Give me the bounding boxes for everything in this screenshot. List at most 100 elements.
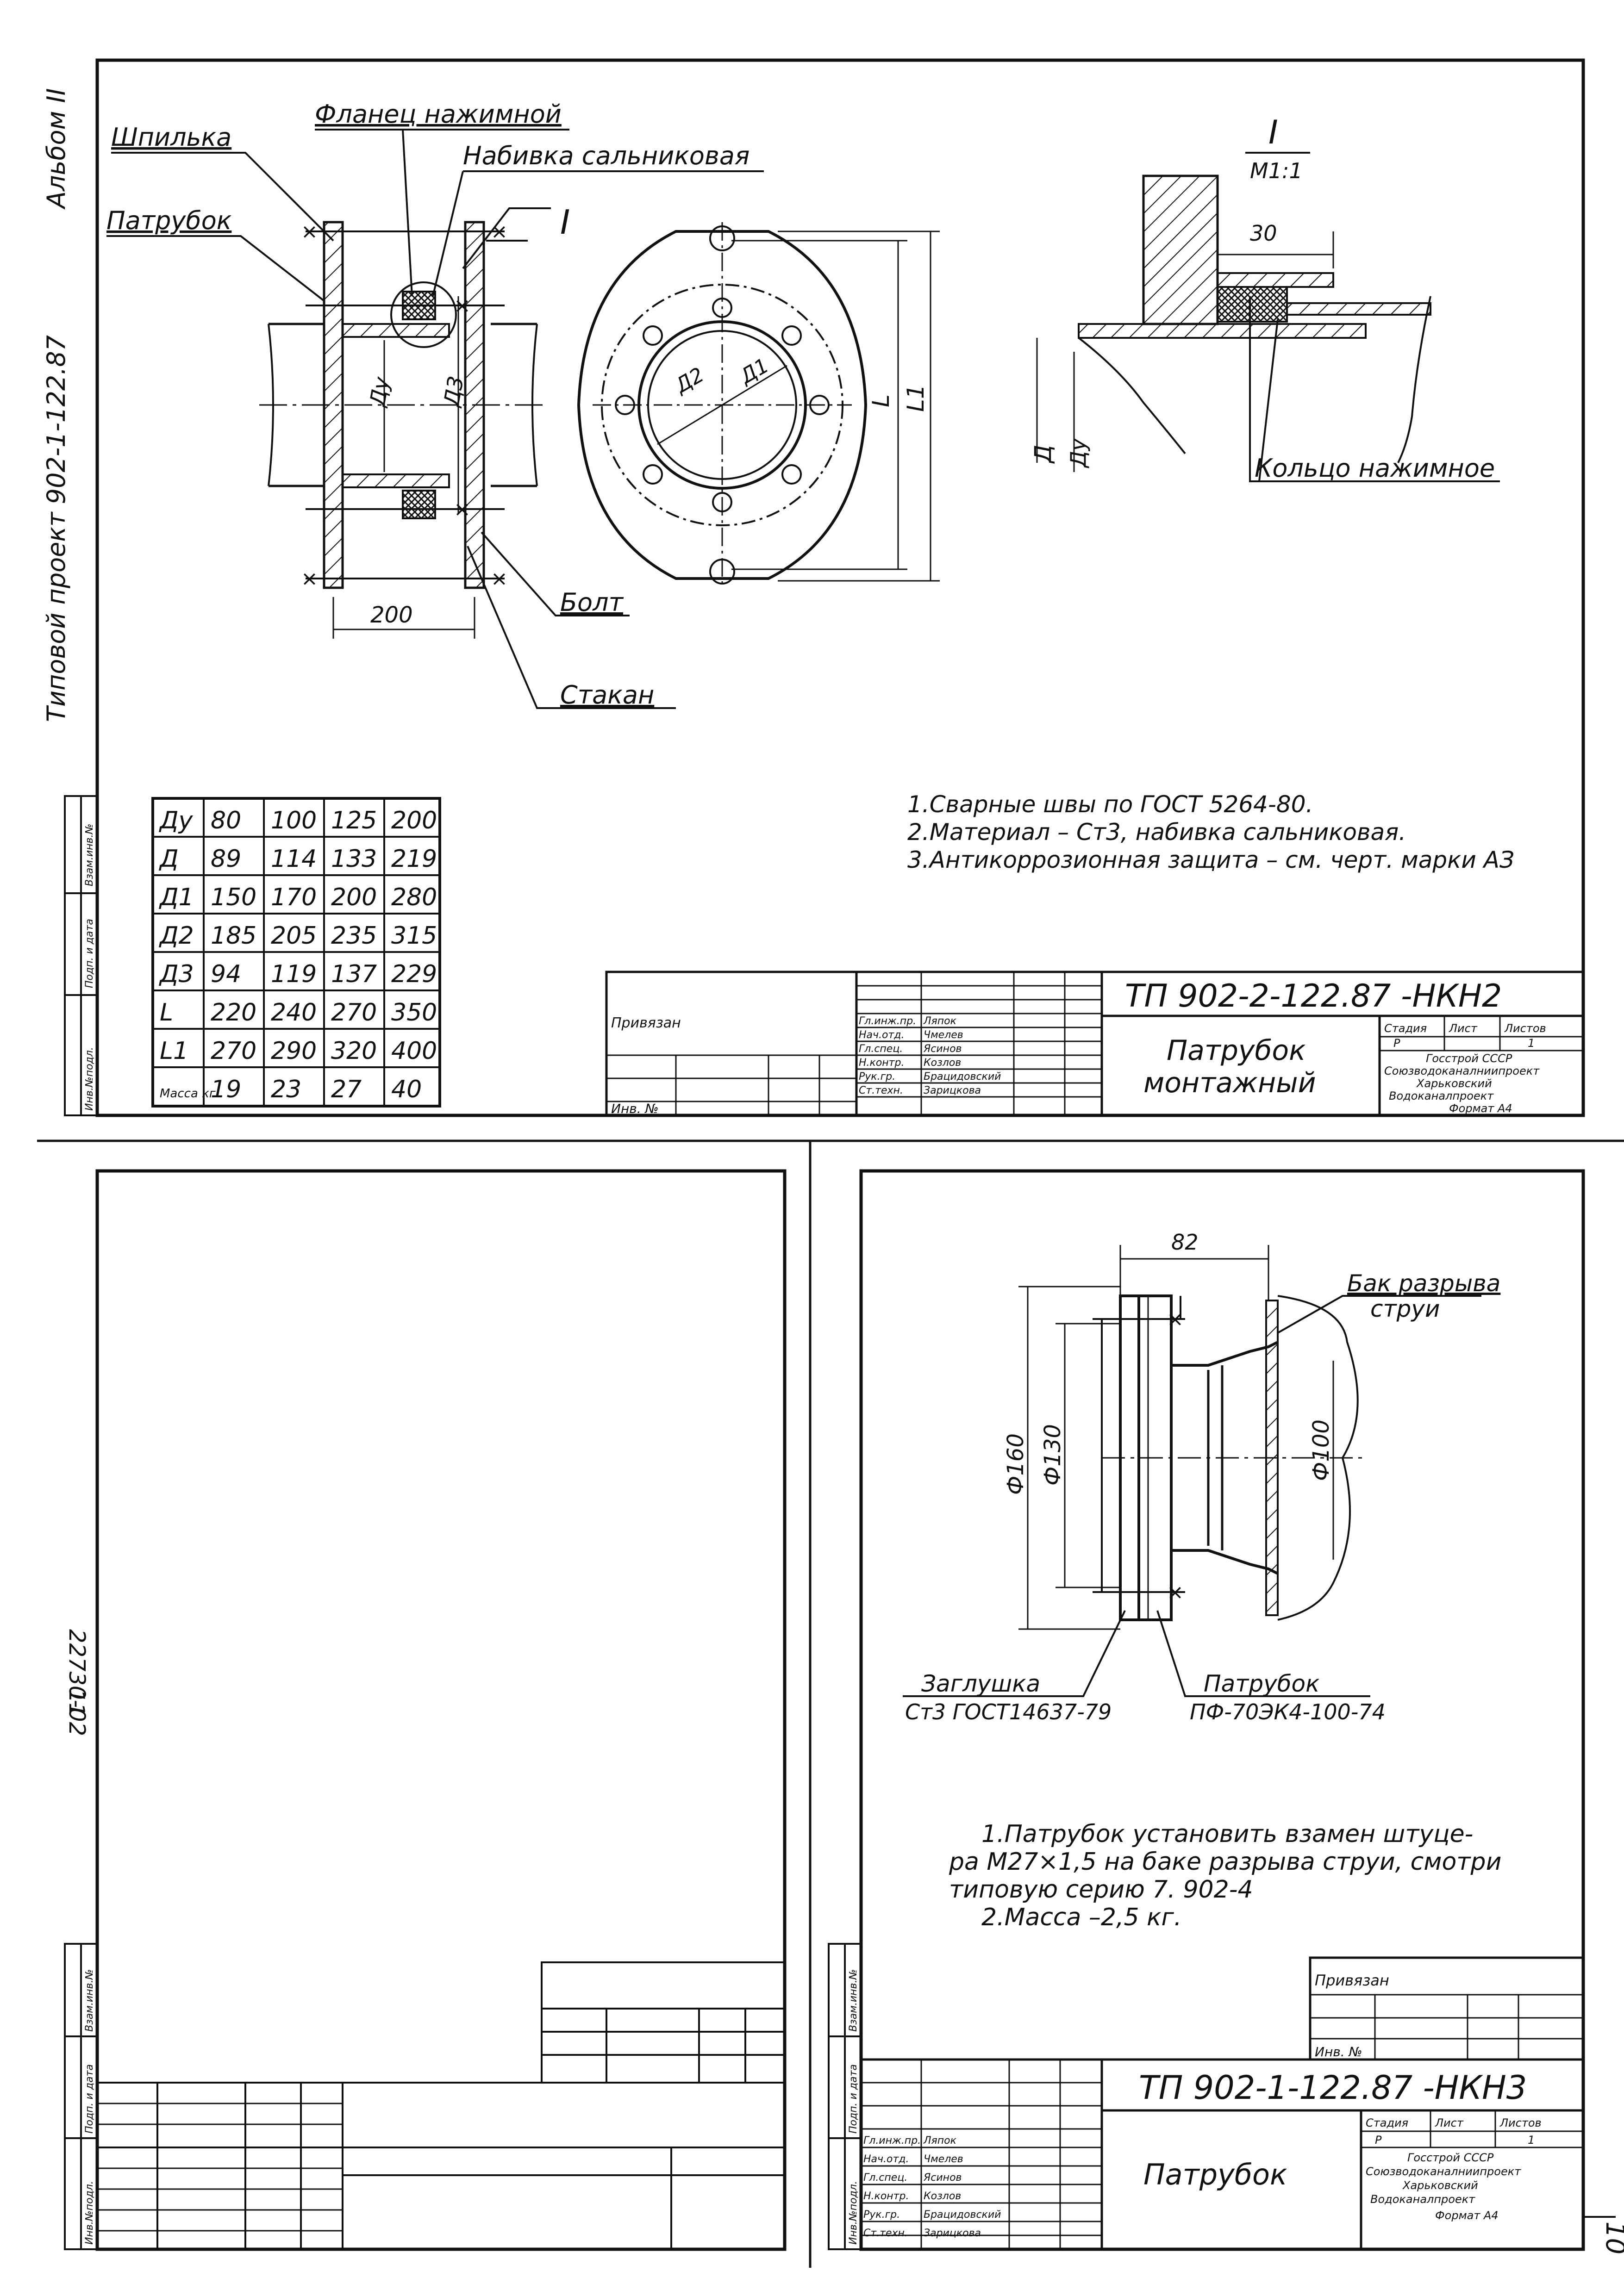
table-cell: 119 bbox=[271, 960, 317, 988]
staff-name: Зарицкова bbox=[924, 2228, 981, 2239]
project-label: Типовой проект 902-1-122.87 bbox=[42, 335, 71, 722]
table-cell: 89 bbox=[211, 845, 241, 873]
table-cell: 280 bbox=[391, 884, 437, 911]
dim-100: Ф100 bbox=[1308, 1419, 1334, 1481]
table-row-header: Д1 bbox=[159, 884, 194, 911]
title-block-3: Привязан Инв. № ТП 902-1-122.87 -НКН3 Па… bbox=[860, 1956, 1624, 2254]
tb3-name: Патрубок bbox=[1143, 2158, 1287, 2191]
label-section-mark: I bbox=[560, 203, 570, 242]
table-row-header: Д bbox=[159, 845, 179, 873]
table-cell: 23 bbox=[271, 1076, 301, 1103]
dim-d3: Д3 bbox=[438, 374, 468, 409]
table-cell: 94 bbox=[211, 960, 241, 988]
dim-200: 200 bbox=[370, 602, 413, 628]
staff-name: Брацидовский bbox=[924, 2209, 1001, 2221]
label-tank-1: Бак разрыва bbox=[1347, 1270, 1500, 1297]
table-cell: 315 bbox=[391, 922, 437, 950]
dim-30: 30 bbox=[1250, 221, 1277, 246]
tb3-org-3: Водоканалпроект bbox=[1370, 2193, 1475, 2206]
sheet-2-blank: Взам.инв.№ Подп. и дата Инв.№подл. bbox=[64, 1169, 787, 2251]
label-plug-2: Ст3 ГОСТ14637-79 bbox=[905, 1699, 1112, 1724]
table-cell: 19 bbox=[211, 1076, 241, 1103]
label-bolt: Болт bbox=[560, 588, 624, 617]
stamp-label-inv: Инв.№подл. bbox=[84, 1047, 95, 1111]
staff-name: Чмелев bbox=[924, 1029, 963, 1041]
svg-text:×: × bbox=[1167, 1580, 1184, 1604]
sheet-code: 22730-02 bbox=[64, 1629, 90, 1736]
sheet1-notes: 1.Сварные швы по ГОСТ 5264-80. 2.Материа… bbox=[907, 791, 1514, 873]
s2-stamp-swap: Взам.инв.№ bbox=[84, 1969, 95, 2032]
album-label: Альбом II bbox=[42, 88, 71, 210]
table-cell: 150 bbox=[211, 884, 256, 911]
tb3-org-0: Госстрой СССР bbox=[1407, 2151, 1494, 2164]
detail-scale: М1:1 bbox=[1250, 158, 1303, 183]
staff-name: Козлов bbox=[924, 1057, 961, 1069]
label-packing: Набивка сальниковая bbox=[463, 141, 750, 170]
page-number: 10 bbox=[1600, 2221, 1624, 2254]
staff-name: Ясинов bbox=[923, 2172, 962, 2184]
table-cell: 40 bbox=[391, 1076, 422, 1103]
staff-role: Ст.техн. bbox=[859, 1085, 903, 1096]
tb1-name-2: монтажный bbox=[1143, 1067, 1316, 1099]
tb1-org-2: Харьковский bbox=[1416, 1077, 1492, 1090]
tb3-format: Формат А4 bbox=[1435, 2209, 1499, 2222]
tb3-code: ТП 902-1-122.87 -НКН3 bbox=[1139, 2069, 1527, 2107]
note-2: 2.Материал – Ст3, набивка сальниковая. bbox=[907, 819, 1406, 846]
tb3-inv: Инв. № bbox=[1315, 2044, 1362, 2060]
dim-dy-detail: Ду bbox=[1066, 438, 1091, 468]
tb3-org-1: Союзводоканалниипроект bbox=[1366, 2165, 1521, 2178]
flange-plan-view: Д2 Д1 L L1 bbox=[577, 222, 940, 588]
s2-stamp-inv: Инв.№подл. bbox=[84, 2181, 95, 2245]
table-cell: 290 bbox=[271, 1037, 317, 1065]
table-row-header: Д2 bbox=[159, 922, 194, 950]
table-cell: 205 bbox=[271, 922, 317, 950]
label-plug-1: Заглушка bbox=[921, 1670, 1040, 1697]
svg-text:×: × bbox=[301, 567, 318, 591]
label-pipe-2: Патрубок bbox=[1204, 1670, 1319, 1697]
table-cell: 185 bbox=[211, 922, 256, 950]
table-cell: 350 bbox=[391, 999, 437, 1027]
table-cell: 80 bbox=[211, 807, 241, 834]
table-cell: 220 bbox=[211, 999, 256, 1027]
tb3-sheet-h: Лист bbox=[1435, 2116, 1464, 2129]
staff-name: Ясинов bbox=[923, 1043, 962, 1055]
table-row-header: L bbox=[160, 999, 173, 1027]
svg-text:×: × bbox=[454, 498, 471, 521]
s3-stamp-inv: Инв.№подл. bbox=[848, 2181, 859, 2245]
table-cell: 137 bbox=[331, 960, 377, 988]
table-cell: 133 bbox=[331, 845, 377, 873]
tb1-code: ТП 902-2-122.87 -НКН2 bbox=[1125, 978, 1502, 1014]
tb1-sheets-v: 1 bbox=[1528, 1037, 1535, 1050]
tb1-bound: Привязан bbox=[611, 1015, 681, 1031]
staff-role: Гл.инж.пр. bbox=[859, 1015, 916, 1027]
tb1-format: Формат А4 bbox=[1449, 1102, 1512, 1115]
pipe-plug-drawing: × × Ф160 Ф130 Ф100 82 Бак разрыва струи … bbox=[903, 1230, 1500, 1724]
tb3-stage-h: Стадия bbox=[1366, 2116, 1408, 2129]
note-3: 3.Антикоррозионная защита – см. черт. ма… bbox=[907, 846, 1514, 873]
s3-note-1: 1.Патрубок установить взамен штуце- bbox=[981, 1820, 1473, 1848]
staff-role: Нач.отд. bbox=[863, 2153, 909, 2165]
staff-role: Н.контр. bbox=[863, 2190, 909, 2202]
table-cell: 270 bbox=[331, 999, 377, 1027]
detail-mark: I bbox=[1268, 113, 1278, 151]
s3-stamp-sign: Подп. и дата bbox=[848, 2064, 859, 2134]
table-cell: 200 bbox=[331, 884, 377, 911]
tb3-sheets-h: Листов bbox=[1499, 2116, 1542, 2129]
table-cell: 170 bbox=[271, 884, 317, 911]
stamp-label-sign: Подп. и дата bbox=[84, 919, 95, 988]
table-row-header: Масса кг bbox=[160, 1087, 216, 1101]
label-pipe: Патрубок bbox=[106, 206, 232, 235]
table-cell: 200 bbox=[391, 807, 437, 834]
dim-d1: Д1 bbox=[735, 354, 773, 389]
table-cell: 400 bbox=[391, 1037, 437, 1065]
sheet3-notes: 1.Патрубок установить взамен штуце- ра М… bbox=[949, 1820, 1501, 1931]
label-pipe-code: ПФ-70ЭК4-100-74 bbox=[1190, 1699, 1386, 1724]
note-1: 1.Сварные швы по ГОСТ 5264-80. bbox=[907, 791, 1313, 818]
label-tank-2: струи bbox=[1370, 1295, 1440, 1322]
table-cell: 219 bbox=[391, 845, 437, 873]
label-cup: Стакан bbox=[560, 680, 654, 709]
table-cell: 100 bbox=[271, 807, 317, 834]
staff-name: Зарицкова bbox=[924, 1085, 981, 1096]
tb1-sheet-h: Лист bbox=[1449, 1022, 1478, 1035]
tb1-org-0: Госстрой СССР bbox=[1426, 1052, 1512, 1065]
